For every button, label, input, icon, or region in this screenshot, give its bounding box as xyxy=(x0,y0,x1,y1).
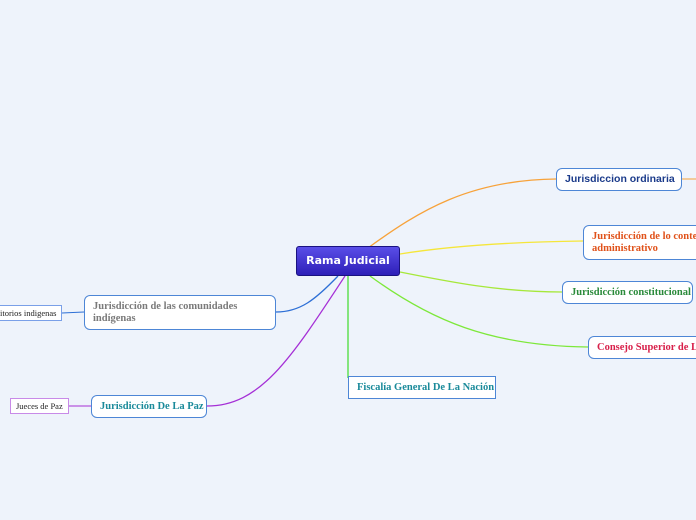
branch-jurisdiccion-contencioso[interactable]: Jurisdicción de lo conten administrativo xyxy=(583,225,696,260)
root-node[interactable]: Rama Judicial xyxy=(296,246,400,276)
link-comunidades-leaf xyxy=(61,311,85,314)
link-comunidades xyxy=(275,275,339,313)
branch-jurisdiccion-ordinaria[interactable]: Jurisdiccion ordinaria xyxy=(556,168,682,191)
contencioso-label-line2: administrativo xyxy=(592,243,658,254)
comunidades-label-line1: Jurisdicción de las comunidades xyxy=(93,301,238,312)
link-consejo xyxy=(369,275,589,348)
branch-jurisdiccion-paz[interactable]: Jurisdicción De La Paz xyxy=(91,395,207,418)
contencioso-label-line1: Jurisdicción de lo conten xyxy=(592,231,696,242)
leaf-territorios-indigenas[interactable]: itorios indigenas xyxy=(0,305,62,321)
link-ordinaria xyxy=(367,178,557,249)
comunidades-label-line2: indígenas xyxy=(93,313,136,324)
link-paz xyxy=(206,275,346,407)
link-constitucional xyxy=(399,271,563,293)
branch-jurisdiccion-constitucional[interactable]: Jurisdicción constitucional xyxy=(562,281,693,304)
branch-fiscalia-general[interactable]: Fiscalía General De La Nación xyxy=(348,376,496,399)
branch-consejo-superior[interactable]: Consejo Superior de La xyxy=(588,336,696,359)
branch-jurisdiccion-comunidades[interactable]: Jurisdicción de las comunidades indígena… xyxy=(84,295,276,330)
leaf-jueces-de-paz[interactable]: Jueces de Paz xyxy=(10,398,69,414)
link-contencioso xyxy=(399,240,584,255)
